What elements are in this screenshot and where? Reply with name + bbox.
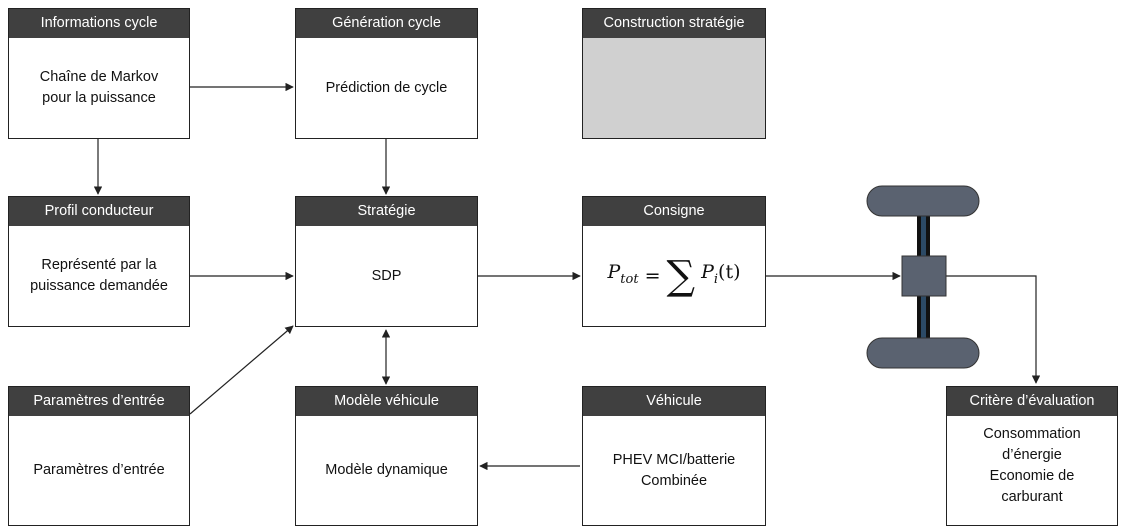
block-body: Prédiction de cycle [325, 79, 448, 96]
axle-shaft-inner [921, 214, 926, 342]
block-body: PHEV MCI/batterie Combinée [612, 451, 736, 489]
arrow-hub-to-critere [923, 275, 1041, 384]
axle-shaft [917, 214, 930, 342]
block-title: Consigne [583, 197, 765, 226]
block-title: Critère d’évaluation [947, 387, 1117, 416]
block-informations-cycle: Informations cycle Chaîne de Markov pour… [8, 8, 190, 139]
rear-wheel [866, 337, 980, 369]
block-body: SDP [371, 267, 402, 284]
block-title: Construction stratégie [583, 9, 765, 38]
arrow-parametres-to-strategie [189, 325, 294, 415]
block-construction-strategie: Construction stratégie [582, 8, 766, 139]
block-body [583, 38, 765, 138]
block-generation-cycle: Génération cycle Prédiction de cycle [295, 8, 478, 139]
consigne-formula-area: Ptot = ∑ Pi(t) [583, 226, 765, 326]
block-title: Informations cycle [9, 9, 189, 38]
hub-box [901, 255, 947, 297]
block-critere-evaluation: Critère d’évaluation Consommation d’éner… [946, 386, 1118, 526]
block-title: Véhicule [583, 387, 765, 416]
front-wheel [866, 185, 980, 217]
block-body: Modèle dynamique [325, 462, 448, 478]
block-parametres-entree: Paramètres d’entrée Paramètres d’entrée [8, 386, 190, 526]
block-vehicule: Véhicule PHEV MCI/batterie Combinée [582, 386, 766, 526]
block-body: Paramètres d’entrée [33, 462, 165, 478]
vehicle-axle-icon [866, 185, 980, 369]
block-title: Génération cycle [296, 9, 477, 38]
block-title: Modèle véhicule [296, 387, 477, 416]
block-title: Paramètres d’entrée [9, 387, 189, 416]
sigma-symbol: ∑ [666, 253, 696, 299]
block-body: Chaîne de Markov pour la puissance [39, 69, 159, 106]
block-body: Consommation d’énergie Economie de carbu… [983, 426, 1081, 505]
block-modele-vehicule: Modèle véhicule Modèle dynamique [295, 386, 478, 526]
block-body: Représenté par la puissance demandée [30, 257, 168, 294]
block-consigne: Consigne Ptot = ∑ Pi(t) [582, 196, 766, 327]
block-title: Profil conducteur [9, 197, 189, 226]
block-strategie: Stratégie SDP [295, 196, 478, 327]
consigne-formula: Ptot = ∑ Pi(t) [607, 253, 741, 299]
block-profil-conducteur: Profil conducteur Représenté par la puis… [8, 196, 190, 327]
block-title: Stratégie [296, 197, 477, 226]
